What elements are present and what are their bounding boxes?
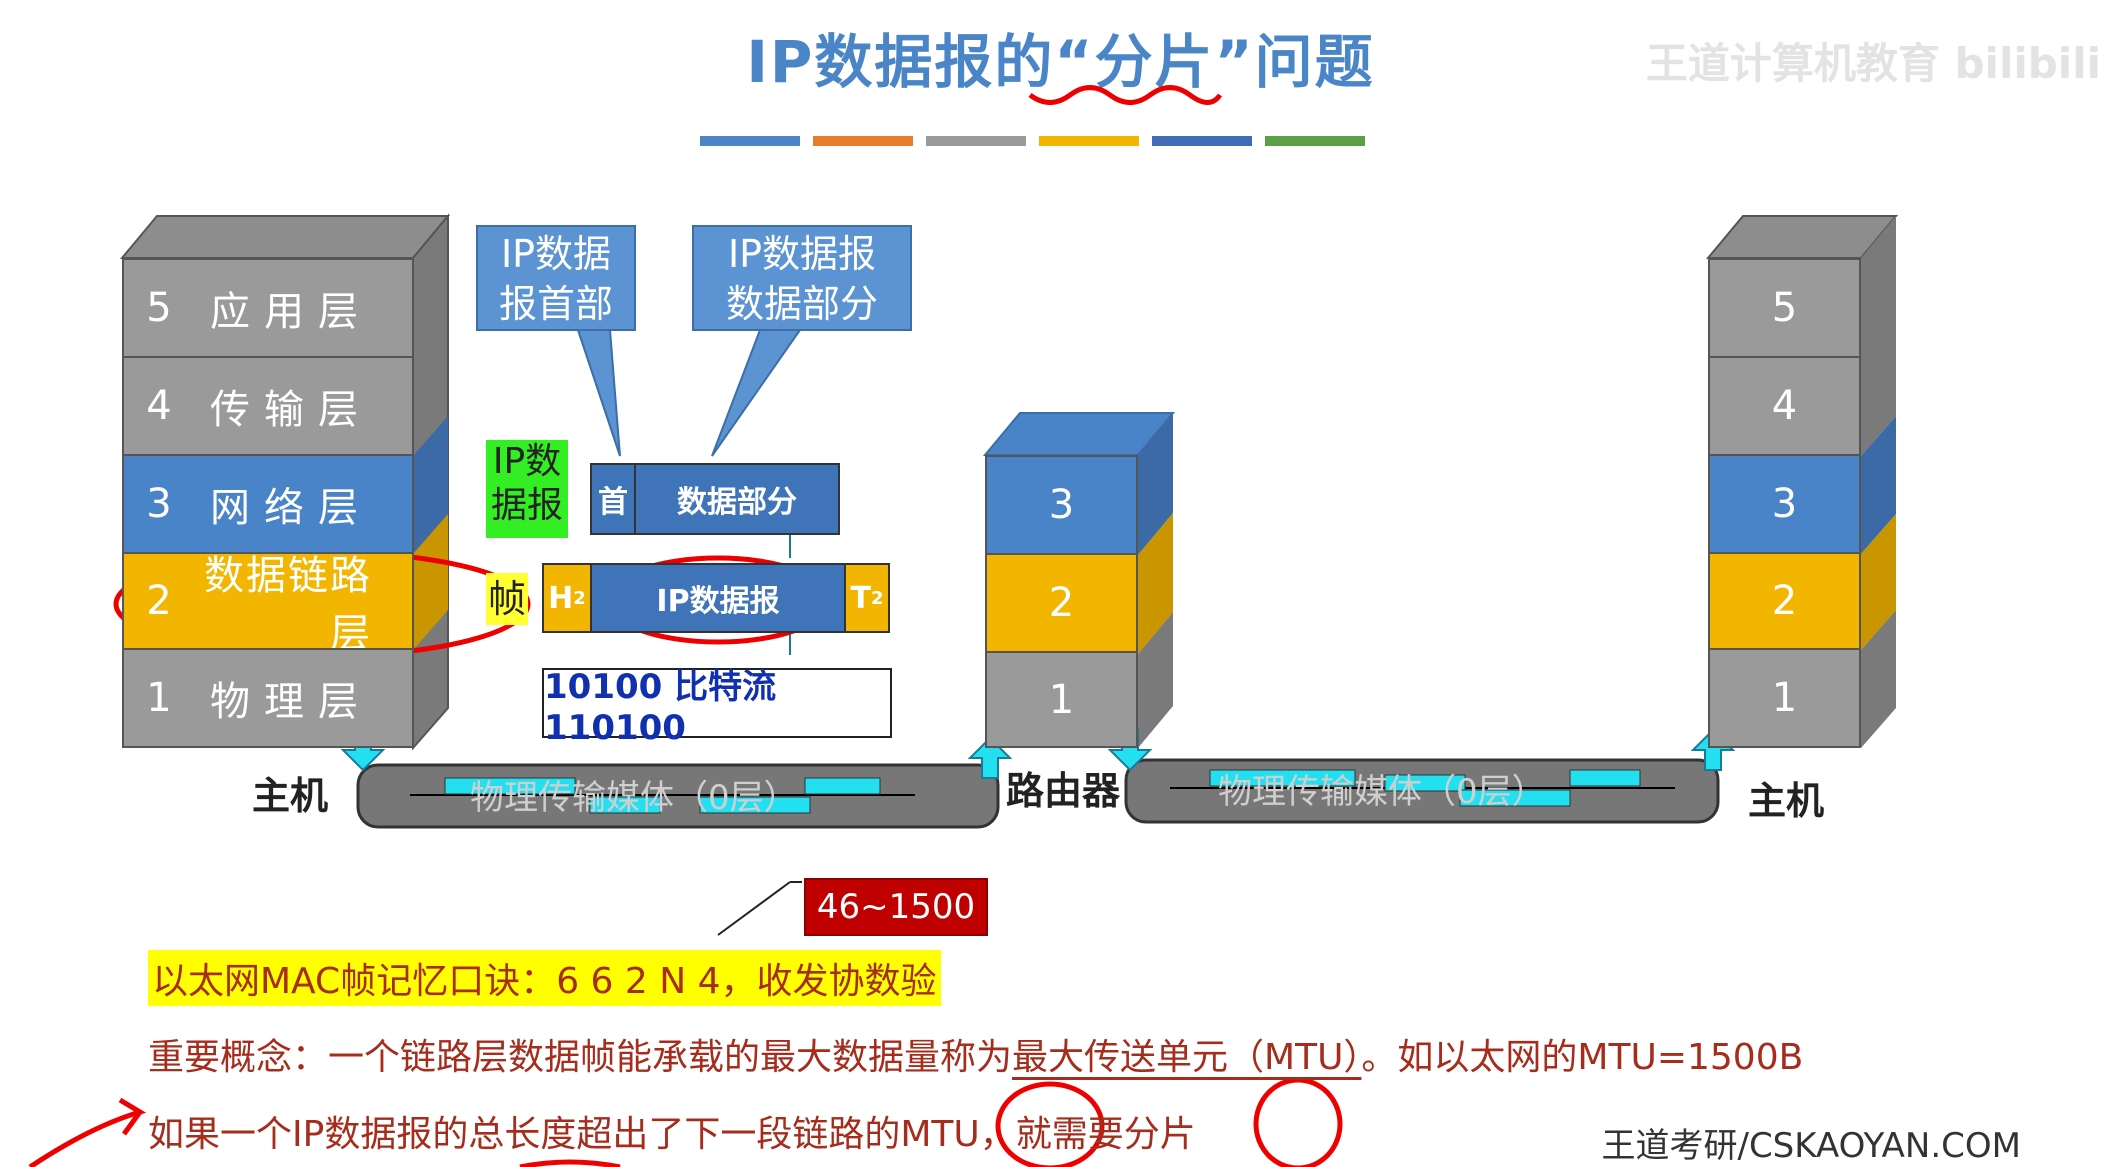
left-host-label: 主机 bbox=[252, 774, 329, 818]
ip-datagram-tag: IP数据报 bbox=[486, 440, 568, 538]
color-bar-2 bbox=[813, 136, 913, 146]
callout-ip-header: IP数据报首部 bbox=[476, 225, 636, 331]
color-bar-3 bbox=[926, 136, 1026, 146]
router-layer-3: 3 bbox=[985, 455, 1138, 555]
router-label: 路由器 bbox=[1006, 769, 1121, 813]
page-title: IP数据报的“分片”问题 bbox=[746, 28, 1375, 96]
mtu-range-box: 46~1500 bbox=[804, 878, 988, 936]
packet-data: 数据部分 bbox=[634, 463, 840, 535]
color-bar-6 bbox=[1265, 136, 1365, 146]
mtu-term: 最大传送单元（MTU） bbox=[1012, 1037, 1362, 1078]
color-bar-1 bbox=[700, 136, 800, 146]
router-layer-1: 1 bbox=[985, 651, 1138, 748]
router-layer-2: 2 bbox=[985, 553, 1138, 653]
total-length-term: 总长度 bbox=[468, 1114, 577, 1155]
right-layer-5: 5 bbox=[1708, 258, 1861, 358]
callout-ip-data: IP数据报数据部分 bbox=[692, 225, 912, 331]
mnemonic-line: 以太网MAC帧记忆口诀：6 6 2 N 4，收发协数验 bbox=[148, 950, 941, 1006]
color-bar-4 bbox=[1039, 136, 1139, 146]
right-layer-3: 3 bbox=[1708, 454, 1861, 554]
right-layer-1: 1 bbox=[1708, 648, 1861, 748]
media-right-label: 物理传输媒体（0层） bbox=[1218, 772, 1546, 812]
watermark: 王道计算机教育 bilibili bbox=[1645, 39, 2101, 88]
right-host-label: 主机 bbox=[1748, 779, 1825, 823]
packet-head: 首 bbox=[590, 463, 636, 535]
color-bar-5 bbox=[1152, 136, 1252, 146]
media-left-label: 物理传输媒体（0层） bbox=[470, 778, 798, 818]
concept-line: 重要概念：一个链路层数据帧能承载的最大数据量称为最大传送单元（MTU）。如以太网… bbox=[148, 1037, 1804, 1078]
frame-ip-datagram: IP数据报 bbox=[590, 563, 846, 633]
fragment-line: 如果一个IP数据报的总长度超出了下一段链路的MTU，就需要分片 bbox=[148, 1114, 1196, 1155]
frame-tag: 帧 bbox=[486, 573, 528, 625]
footer-brand: 王道考研/CSKAOYAN.COM bbox=[1601, 1126, 2021, 1166]
right-layer-4: 4 bbox=[1708, 356, 1861, 456]
right-layer-2: 2 bbox=[1708, 552, 1861, 650]
bit-stream-box: 10100 比特流 110100 bbox=[542, 667, 892, 748]
